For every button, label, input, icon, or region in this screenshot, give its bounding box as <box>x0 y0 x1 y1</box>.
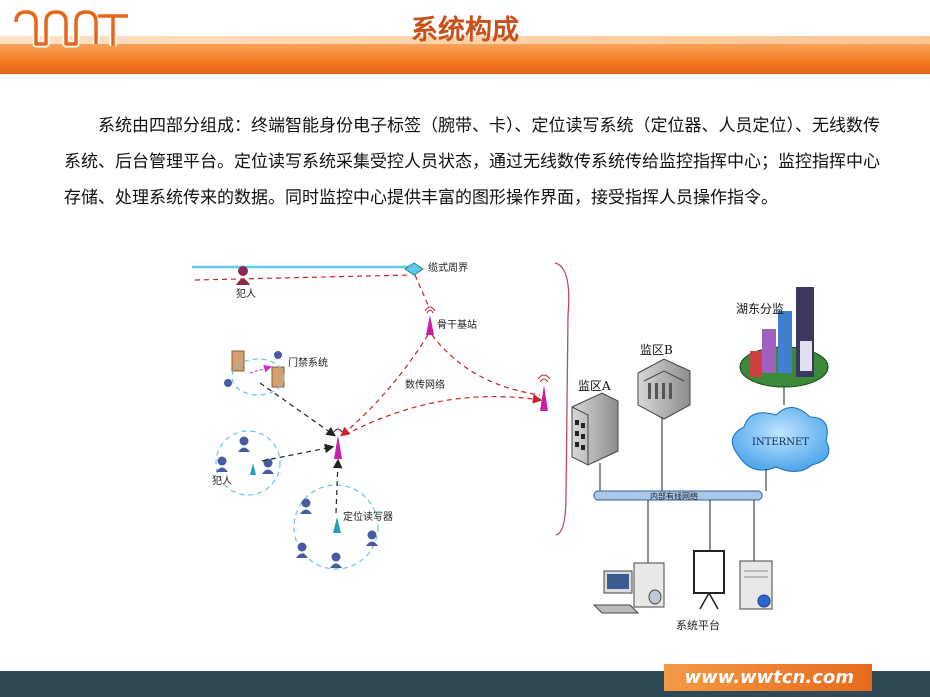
branch-buildings-icon <box>739 287 829 388</box>
internet-cloud-icon <box>731 407 830 472</box>
link-reader-center <box>332 458 343 514</box>
label-zone-a: 监区A <box>578 379 611 393</box>
label-reader: 定位读写器 <box>343 510 393 523</box>
link-center-zone-a <box>344 394 543 436</box>
zone-a-antenna-icon <box>537 374 551 411</box>
zone-a-building-icon <box>571 392 619 466</box>
lan-bus <box>593 490 763 501</box>
label-backbone: 骨干基站 <box>437 318 477 331</box>
center-reader-icon <box>333 428 343 459</box>
reader-group-icons <box>296 498 378 568</box>
bracket <box>554 262 570 536</box>
wwt-logo <box>12 8 128 48</box>
label-branch: 湖东分监 <box>736 301 784 316</box>
label-platform: 系统平台 <box>676 618 720 632</box>
backbone-station-icon <box>424 306 436 335</box>
link-backbone-zone-a <box>431 334 541 396</box>
projector-screen-icon <box>693 550 725 610</box>
link-access-center <box>259 382 336 437</box>
zone-b-building-icon <box>637 358 691 420</box>
label-perimeter: 缆式周界 <box>428 261 468 274</box>
header-bar: 系统构成 <box>0 0 930 88</box>
label-zone-b: 监区B <box>640 343 673 357</box>
perimeter-dashed <box>194 274 411 281</box>
access-control-icon <box>224 350 285 396</box>
page-title: 系统构成 <box>411 15 519 46</box>
left-people-icons <box>216 436 274 475</box>
system-diagram: 缆式周界 犯人 骨干基站 数传网络 门禁系统 <box>192 261 830 632</box>
workstation-icon <box>592 562 665 614</box>
link-perimeter-backbone <box>414 274 429 306</box>
link-left-center <box>261 443 335 462</box>
footer-url[interactable]: www.wwtcn.com <box>664 664 872 691</box>
label-internet: INTERNET <box>752 437 809 448</box>
link-backbone-center <box>340 334 429 437</box>
label-lan: 内部有线网络 <box>650 491 698 501</box>
header-band-light <box>0 36 930 46</box>
link-access-arrow <box>249 364 272 374</box>
label-criminal-left: 犯人 <box>212 475 232 487</box>
label-access-control: 门禁系统 <box>288 356 328 369</box>
reader-zone-circle <box>293 484 379 570</box>
criminal-top-icon <box>236 266 250 285</box>
left-zone-circle <box>215 430 281 496</box>
perimeter-sensor <box>404 262 424 276</box>
server-icon <box>739 560 773 610</box>
label-data-network: 数传网络 <box>405 378 445 391</box>
label-criminal-top: 犯人 <box>236 288 256 300</box>
intro-paragraph: 系统由四部分组成：终端智能身份电子标签（腕带、卡）、定位读写系统（定位器、人员定… <box>64 116 880 208</box>
header-band <box>0 44 930 74</box>
